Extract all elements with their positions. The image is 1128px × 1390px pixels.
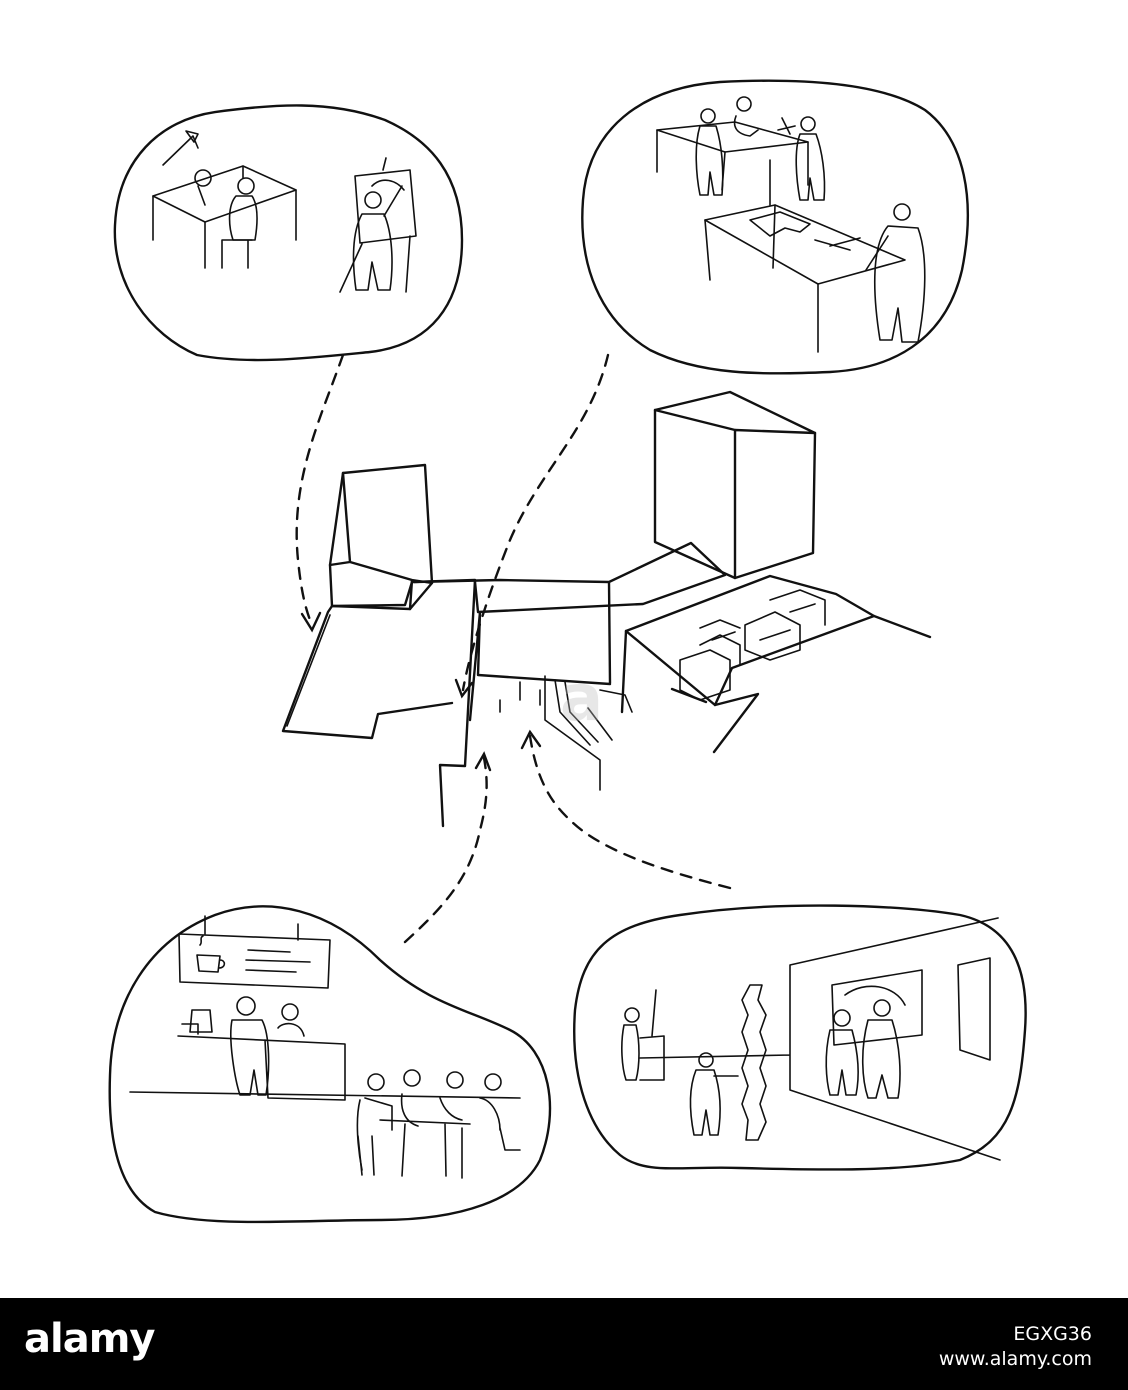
arrow-cafe-to-plaza — [403, 751, 492, 944]
cafe-table-group — [356, 1069, 521, 1179]
wall-painting — [831, 969, 923, 1046]
workbench-upper — [656, 121, 809, 206]
site-url: www.alamy.com — [938, 1347, 1092, 1370]
desk-lamp-icon — [162, 130, 199, 166]
person-at-easel — [352, 185, 403, 291]
bubble-drawing-studio — [113, 104, 464, 362]
watermark-text: a — [560, 662, 603, 736]
alamy-logo: alamy — [24, 1316, 155, 1362]
easel-icon — [339, 157, 417, 293]
left-block — [328, 463, 434, 611]
menu-board — [178, 915, 331, 989]
cafe-people-counter — [230, 996, 305, 1096]
coffee-cup-icon — [196, 935, 226, 973]
flow-arrows — [295, 353, 732, 944]
cash-register-icon — [181, 1009, 213, 1035]
bubble-gallery — [573, 904, 1027, 1171]
connecting-bridge — [412, 541, 727, 722]
drawing-desk — [152, 165, 297, 269]
gallery-block — [624, 574, 876, 707]
cafe-counter — [177, 1035, 346, 1101]
gallery-wall-lines — [639, 917, 1001, 1161]
image-id: EGXG36 — [1013, 1323, 1092, 1345]
tower-block — [653, 390, 817, 580]
architectural-sketch: a — [108, 79, 1027, 1224]
arrow-workshop-to-bridge — [454, 353, 610, 699]
arrow-gallery-to-passage — [520, 729, 732, 890]
image-info: EGXG36 www.alamy.com — [939, 1322, 1092, 1371]
maze-model — [679, 589, 826, 701]
bubble-model-workshop — [581, 79, 969, 375]
model-table — [704, 204, 906, 353]
floor-line — [129, 1091, 521, 1099]
arrow-studio-to-left-block — [295, 353, 345, 633]
person-at-desk — [194, 169, 258, 269]
bubble-cafe — [108, 905, 552, 1224]
gallery-visitors — [621, 989, 901, 1136]
workshop-people-upper — [695, 96, 826, 201]
column-sculpture — [741, 984, 767, 1141]
workshop-person-right — [865, 203, 926, 343]
plaza-slab — [281, 578, 477, 828]
building-axonometric — [281, 390, 932, 828]
stock-footer-bar: alamy EGXG36 www.alamy.com — [0, 1298, 1128, 1390]
